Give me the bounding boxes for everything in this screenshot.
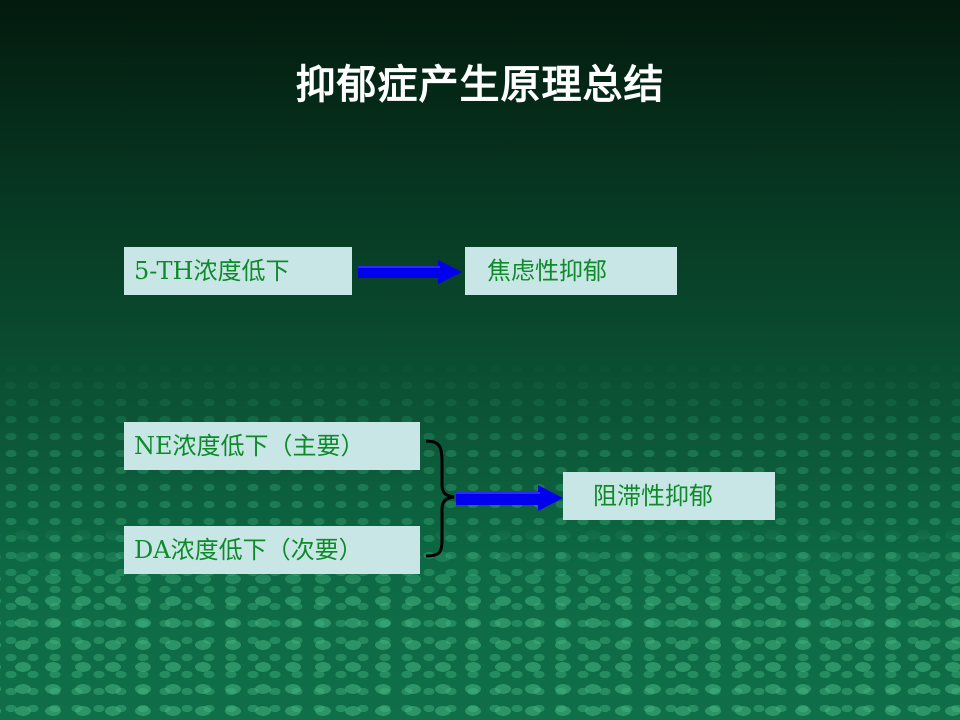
box-da-low: DA浓度低下（次要）: [124, 526, 420, 574]
box-5th-low: 5-TH浓度低下: [124, 247, 352, 295]
page-title: 抑郁症产生原理总结: [295, 62, 665, 108]
box-anxiety-depression: 焦虑性抑郁: [465, 247, 677, 295]
brace-icon: [425, 439, 455, 558]
box-ne-low: NE浓度低下（主要）: [124, 422, 420, 470]
box-retarded-depression: 阻滞性抑郁: [563, 472, 775, 520]
arrow-top: [358, 260, 462, 284]
arrow-bottom: [456, 485, 563, 511]
